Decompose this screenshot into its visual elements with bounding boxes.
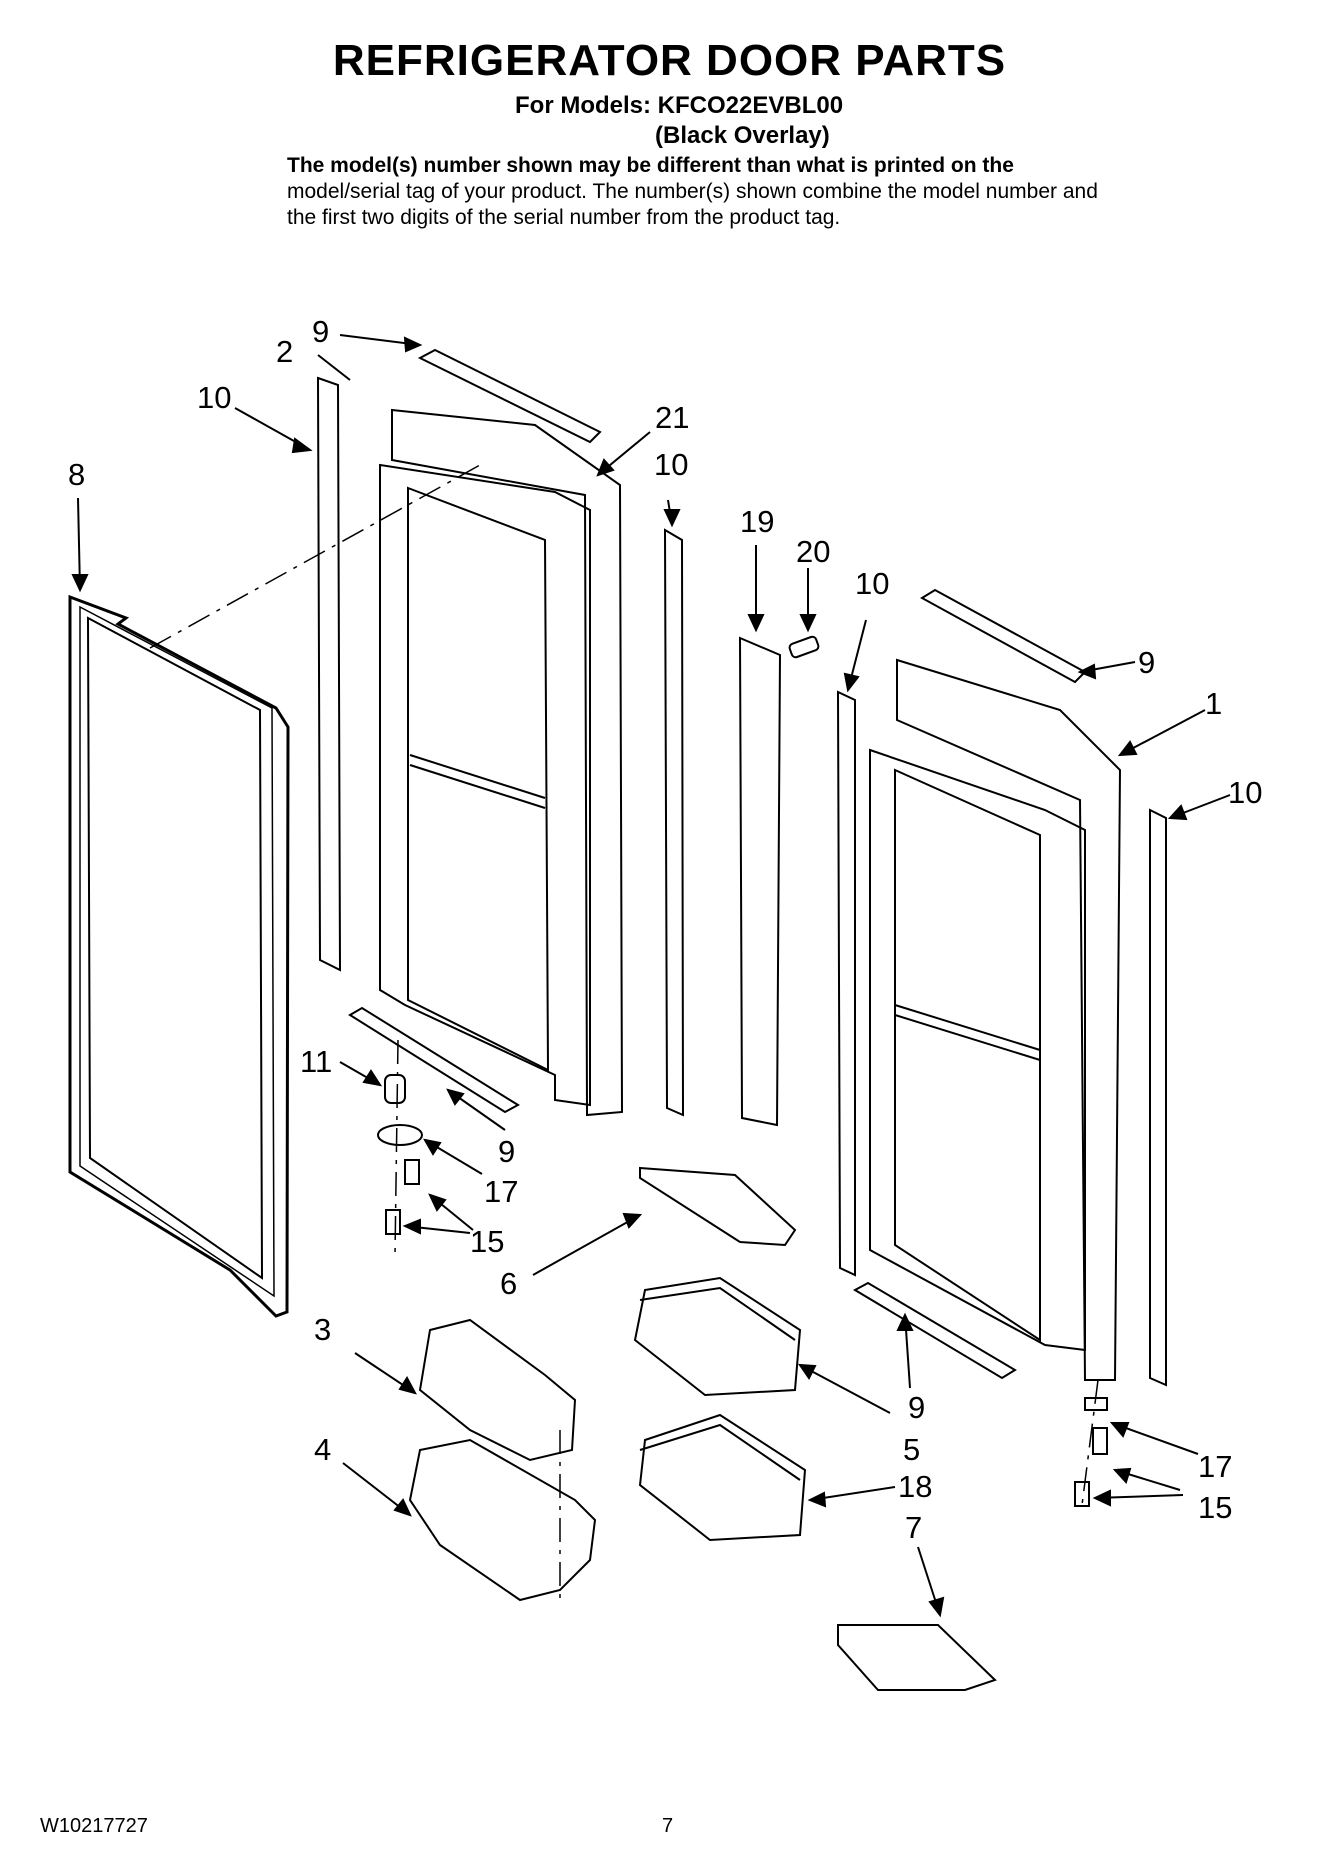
door-gasket-part	[68, 594, 290, 1318]
model-notice: The model(s) number shown may be differe…	[287, 153, 1127, 231]
callout-label: 15	[470, 1224, 504, 1259]
door-end-caps	[348, 348, 1087, 1380]
notice-bold: The model(s) number shown may be differe…	[287, 154, 1014, 177]
callout-label: 10	[855, 566, 889, 601]
callout-label: 4	[314, 1432, 331, 1467]
callout-label: 19	[740, 504, 774, 539]
callout-label: 10	[1228, 775, 1262, 810]
callout-label: 18	[898, 1469, 932, 1504]
callout-label: 17	[484, 1174, 518, 1209]
door-bin-small-part	[638, 1413, 807, 1542]
page-title: REFRIGERATOR DOOR PARTS	[332, 36, 1007, 85]
shelf-cover-part	[639, 1166, 797, 1247]
callout-label: 17	[1198, 1449, 1232, 1484]
door-bin-part	[633, 1276, 802, 1397]
callout-label: 1	[1205, 686, 1222, 721]
door-trim-strips	[316, 376, 1167, 1387]
right-door-liner-part	[869, 658, 1122, 1381]
callout-label: 10	[197, 380, 231, 415]
bin-cover-part	[837, 1624, 997, 1691]
callout-label: 9	[908, 1390, 925, 1425]
callout-leader-arrows	[71, 334, 1231, 1618]
callout-label: 2	[276, 334, 293, 369]
callout-labels: 9 2 10 8 21 10 19 20 10 9 1 10 11 9 17 1…	[68, 314, 1262, 1545]
callout-label: 20	[796, 534, 830, 569]
callout-label: 9	[498, 1134, 515, 1169]
mullion-bar-part	[738, 636, 782, 1127]
callout-label: 3	[314, 1312, 331, 1347]
left-door-liner-part	[379, 408, 624, 1117]
callout-label: 15	[1198, 1490, 1232, 1525]
screw-part	[788, 635, 820, 659]
model-variant: (Black Overlay)	[655, 122, 830, 149]
callout-label: 7	[905, 1510, 922, 1545]
callout-label: 6	[500, 1266, 517, 1301]
model-number: For Models: KFCO22EVBL00	[515, 92, 844, 119]
callout-label: 9	[1138, 645, 1155, 680]
callout-label: 8	[68, 457, 85, 492]
page-number: 7	[662, 1815, 674, 1837]
document-code: W10217727	[40, 1815, 148, 1837]
assembly-dash-lines	[149, 464, 1099, 1600]
dairy-bin-part	[408, 1438, 597, 1602]
callout-label: 11	[300, 1044, 332, 1079]
callout-label: 9	[312, 314, 329, 349]
callout-label: 21	[655, 400, 689, 435]
notice-text: model/serial tag of your product. The nu…	[287, 180, 1098, 229]
callout-label: 10	[654, 447, 688, 482]
hinge-hardware-parts	[377, 1074, 1108, 1507]
callout-label: 5	[903, 1432, 920, 1467]
dairy-door-part	[418, 1318, 577, 1462]
